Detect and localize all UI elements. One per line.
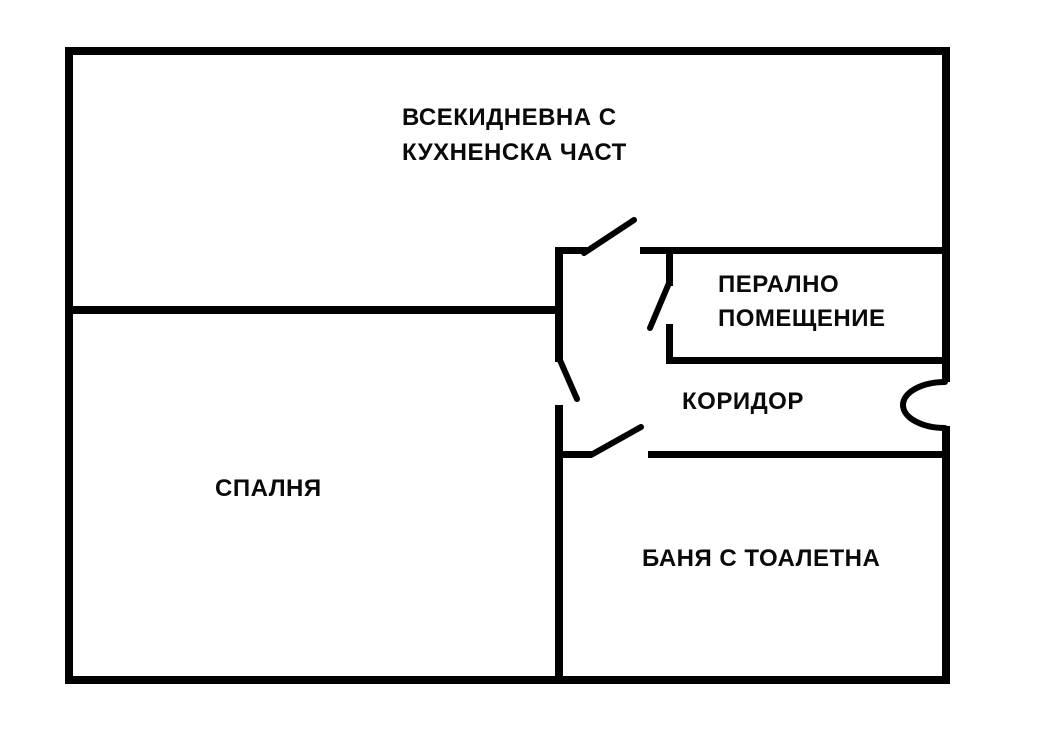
wall-bedroom-top xyxy=(65,306,562,314)
label-bedroom: СПАЛНЯ xyxy=(215,472,322,506)
label-laundry-line2: ПОМЕЩЕНИЕ xyxy=(718,305,886,332)
label-bathroom-text: БАНЯ С ТОАЛЕТНА xyxy=(642,545,881,572)
label-corridor-text: КОРИДОР xyxy=(682,388,804,415)
label-laundry-line1: ПЕРАЛНО xyxy=(718,271,840,298)
wall-bathroom-top xyxy=(648,451,950,458)
wall-laundry-left-upper xyxy=(666,247,673,286)
label-living-kitchen: ВСЕКИДНЕВНА С КУХНЕНСКА ЧАСТ xyxy=(402,100,627,170)
entrance-door-arc xyxy=(900,379,948,431)
label-bedroom-text: СПАЛНЯ xyxy=(215,475,322,502)
wall-outer-right-upper xyxy=(942,47,950,382)
door-leaf-laundry xyxy=(647,280,672,331)
label-corridor: КОРИДОР xyxy=(682,385,804,419)
door-leaf-bathroom xyxy=(588,424,644,458)
label-bathroom: БАНЯ С ТОАЛЕТНА xyxy=(642,542,880,576)
wall-corridor-top-stub xyxy=(555,247,587,254)
wall-outer-left xyxy=(65,47,73,684)
door-leaf-corridor-top xyxy=(581,217,637,256)
wall-outer-top xyxy=(65,47,950,55)
wall-central-upper xyxy=(555,247,563,362)
wall-laundry-left-lower xyxy=(666,324,673,363)
label-living-kitchen-line1: ВСЕКИДНЕВНА С xyxy=(402,104,617,131)
wall-outer-bottom xyxy=(65,676,950,684)
door-leaf-bedroom xyxy=(556,355,580,402)
wall-central-lower xyxy=(555,405,563,684)
wall-outer-right-lower xyxy=(942,426,950,684)
label-laundry: ПЕРАЛНО ПОМЕЩЕНИЕ xyxy=(718,268,885,336)
wall-bathroom-top-stub xyxy=(555,451,592,458)
wall-laundry-bottom xyxy=(666,357,950,364)
label-living-kitchen-line2: КУХНЕНСКА ЧАСТ xyxy=(402,139,627,166)
wall-laundry-top xyxy=(640,247,950,254)
